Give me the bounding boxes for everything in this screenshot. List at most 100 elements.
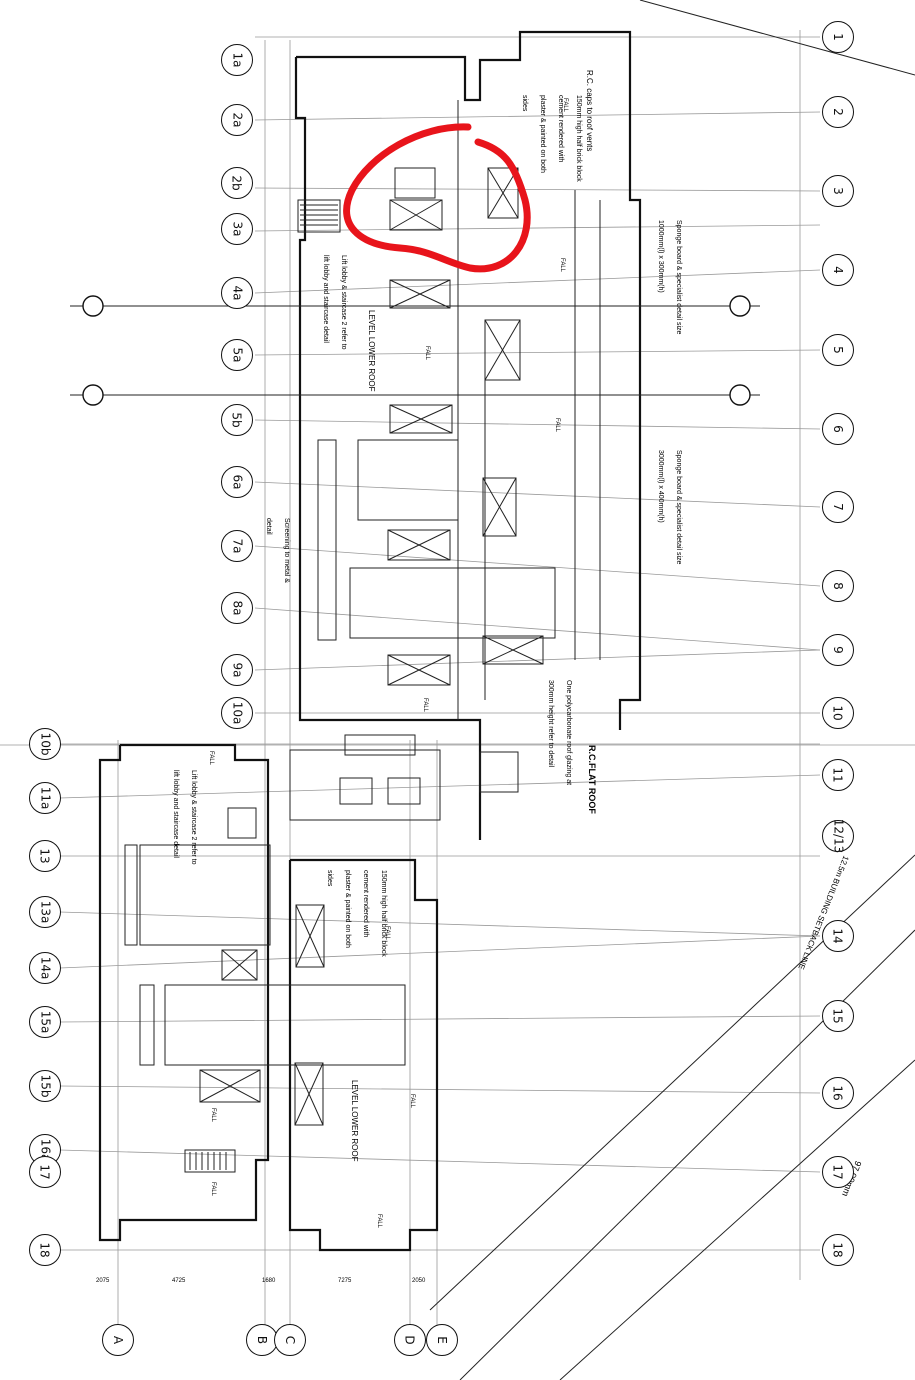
note-screening-text: Screening to metal & detail xyxy=(265,518,290,583)
grid-left-upper-bubble: 10a xyxy=(221,697,253,729)
note-parapet-lower-text: 150mm high half brick block cement rende… xyxy=(326,870,387,957)
fall-label: FALL xyxy=(554,417,561,433)
note-scupper-2-text: Sponge board & specialist detail size 30… xyxy=(657,450,682,565)
note-scupper-2: Sponge board & specialist detail size 30… xyxy=(654,450,690,590)
fall-label: FALL xyxy=(424,345,431,361)
grid-right-bubble-label: 14 xyxy=(831,928,845,944)
note-scupper-1: Sponge board & specialist detail size 10… xyxy=(654,220,690,360)
dim-label: 4725 xyxy=(172,1278,186,1284)
dim-label: 7275 xyxy=(338,1278,352,1284)
upper-building xyxy=(289,30,642,840)
grid-left-lower-bubble: 15b xyxy=(29,1070,61,1102)
grid-right-bubble: 18 xyxy=(822,1234,854,1266)
note-parapet-text: 150mm high half brick block cement rende… xyxy=(521,95,582,182)
fall-label: FALL xyxy=(559,257,566,273)
grid-right-bubble: 1 xyxy=(822,21,854,53)
grid-left-upper-bubble-label: 2a xyxy=(230,112,244,128)
grid-left-lower-bubble-label: 13 xyxy=(38,848,52,864)
grid-left-lower-bubble-label: 10b xyxy=(37,732,52,756)
grid-left-upper-bubble: 5b xyxy=(221,404,253,436)
grid-bottom-bubble: B xyxy=(246,1324,278,1356)
grid-left-upper-bubble: 5a xyxy=(221,339,253,371)
note-rc-flat-roof-text: R.C.FLAT ROOF xyxy=(587,745,597,814)
grid-right-bubble-label: 6 xyxy=(830,425,845,433)
grid-right-bubble-label: 1 xyxy=(830,33,845,41)
grid-right-bubble: 5 xyxy=(822,334,854,366)
grid-bottom-bubble: E xyxy=(426,1324,458,1356)
grid-left-upper-bubble: 8a xyxy=(221,592,253,624)
grid-left-upper-bubble-label: 6a xyxy=(230,474,244,490)
grid-left-upper-bubble-label: 2b xyxy=(229,175,244,191)
grid-right-bubble-label: 4 xyxy=(830,266,845,274)
grid-left-lower-bubble: 13a xyxy=(29,896,61,928)
grid-left-upper-bubble-label: 5a xyxy=(230,347,244,363)
red-annotation-circle xyxy=(343,123,531,273)
note-scupper-1-text: Sponge board & specialist detail size 10… xyxy=(657,220,682,335)
grid-right-bubble-label: 12/13 xyxy=(831,818,845,854)
note-level-lower-roof-lower: LEVEL LOWER ROOF xyxy=(347,1080,365,1180)
grid-left-lower-bubble: 17 xyxy=(29,1156,61,1188)
grid-left-upper-bubble-label: 1a xyxy=(230,52,244,68)
grid-right-bubble-label: 11 xyxy=(831,767,845,783)
grid-left-lower-bubble-label: 11a xyxy=(38,786,52,810)
grid-left-lower-bubble: 14a xyxy=(29,952,61,984)
note-lift-lobby-upper: Lift lobby & staircase 2 refer to lift l… xyxy=(319,255,355,355)
fall-label: FALL xyxy=(562,97,569,113)
grid-bottom-bubble: D xyxy=(394,1324,426,1356)
grid-right-bubble: 10 xyxy=(822,697,854,729)
grid-right-bubble: 2 xyxy=(822,96,854,128)
grid-left-upper-bubble: 2a xyxy=(221,104,253,136)
grid-left-upper-bubble: 7a xyxy=(221,530,253,562)
grid-left-lower-bubble: 15a xyxy=(29,1006,61,1038)
note-parapet: 150mm high half brick block cement rende… xyxy=(518,95,590,185)
dim-label: 1680 xyxy=(262,1278,276,1284)
grid-right-bubble: 17 xyxy=(822,1156,854,1188)
grid-left-lower-bubble-label: 15a xyxy=(38,1010,52,1034)
grid-right-bubble-label: 15 xyxy=(831,1008,845,1024)
grid-right-bubble: 11 xyxy=(822,759,854,791)
note-lift-lobby-upper-text: Lift lobby & staircase 2 refer to lift l… xyxy=(322,255,347,350)
fall-label: FALL xyxy=(210,1107,217,1123)
grid-bottom-bubble-label: E xyxy=(435,1336,449,1344)
note-lift-lobby-lower-text: Lift lobby & staircase 2 refer to lift l… xyxy=(172,770,197,865)
grid-right-bubble: 4 xyxy=(822,254,854,286)
grid-left-upper-bubble: 2b xyxy=(221,167,253,199)
grid-left-upper-bubble-label: 8a xyxy=(230,600,244,616)
grid-right-bubble: 8 xyxy=(822,570,854,602)
grid-left-upper-bubble-label: 10a xyxy=(230,701,244,725)
grid-right-bubble-label: 7 xyxy=(830,503,845,511)
grid-right-bubble: 9 xyxy=(822,634,854,666)
note-polycarbonate-text: One polycarbonate roof glazing at 300mm … xyxy=(547,680,572,786)
grid-left-upper-bubble: 9a xyxy=(221,654,253,686)
grid-right-bubble-label: 3 xyxy=(830,187,845,195)
grid-left-upper-bubble: 6a xyxy=(221,466,253,498)
grid-left-lower-bubble-label: 17 xyxy=(38,1164,52,1180)
note-level-lower-roof-lower-text: LEVEL LOWER ROOF xyxy=(350,1080,359,1162)
grid-right-bubble: 6 xyxy=(822,413,854,445)
grid-right-bubble-label: 5 xyxy=(830,346,845,354)
grid-left-upper-bubble-label: 9a xyxy=(230,662,244,678)
grid-left-upper-bubble-label: 7a xyxy=(230,538,244,554)
note-rc-flat-roof: R.C.FLAT ROOF xyxy=(584,745,602,845)
grid-bottom-bubble-label: C xyxy=(282,1335,297,1345)
grid-right-bubble-label: 10 xyxy=(831,705,845,721)
grid-left-lower-bubble: 10b xyxy=(29,728,61,760)
note-screening: Screening to metal & detail xyxy=(262,518,298,598)
grid-right-bubble: 12/13 xyxy=(822,818,854,854)
grid-left-upper-bubble: 3a xyxy=(221,213,253,245)
grid-left-lower-bubble-label: 15b xyxy=(37,1074,52,1098)
note-level-lower-roof-upper: LEVEL LOWER ROOF xyxy=(364,310,382,410)
grid-right-bubble-label: 8 xyxy=(830,582,845,590)
grid-left-lower-bubble-label: 14a xyxy=(38,956,52,980)
grid-right-bubble-label: 18 xyxy=(831,1242,845,1258)
grid-bottom-bubble-label: D xyxy=(403,1335,417,1345)
grid-left-upper-bubble-label: 4a xyxy=(230,285,244,301)
grid-bottom-bubble-label: B xyxy=(254,1335,269,1345)
grid-right-bubble: 3 xyxy=(822,175,854,207)
grid-left-bottom-bubble: 18 xyxy=(29,1234,61,1266)
fall-label: FALL xyxy=(422,697,429,713)
note-lift-lobby-lower: Lift lobby & staircase 2 refer to lift l… xyxy=(169,770,205,870)
grid-left-upper-bubble-label: 5b xyxy=(229,412,244,428)
grid-right-bubble-label: 2 xyxy=(830,108,845,116)
